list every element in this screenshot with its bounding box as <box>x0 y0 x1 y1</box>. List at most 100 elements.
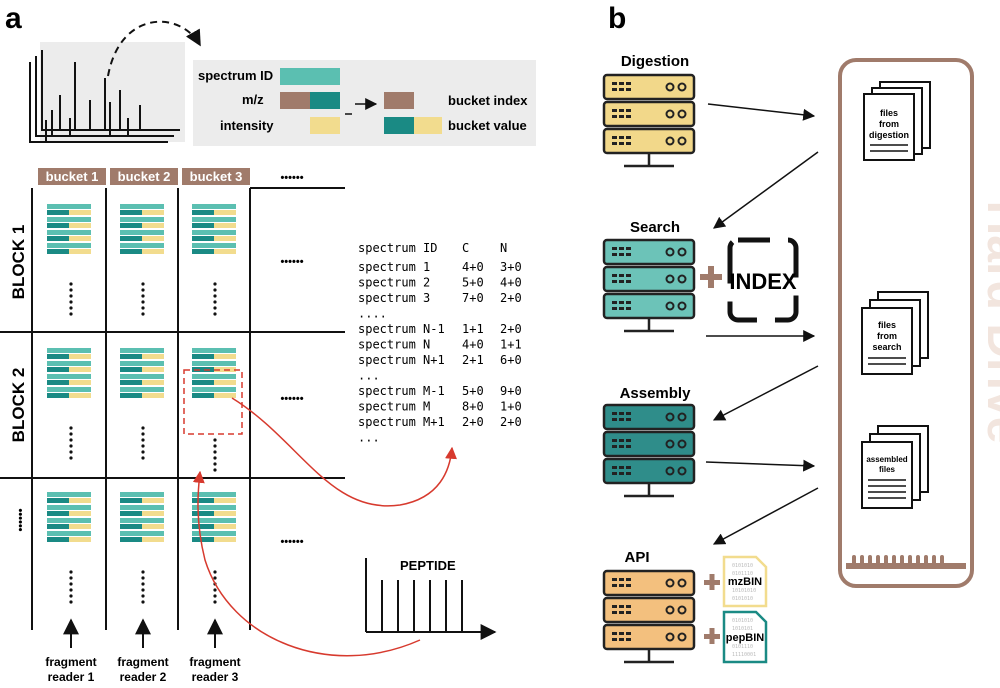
pepbin-file-icon: 0101010 1010101 0101110 11110001 pepBIN <box>722 610 768 664</box>
bucket-header: bucket 1 <box>46 169 99 184</box>
table-cell: spectrum M <box>358 400 430 414</box>
digestion-server-icon <box>602 73 696 168</box>
table-cell: 4+0 <box>462 260 484 274</box>
table-cell: 3+0 <box>500 260 522 274</box>
table-cell: 4+0 <box>462 338 484 352</box>
row-more: •••••• <box>280 256 303 268</box>
table-cell: spectrum 3 <box>358 291 430 305</box>
bucket-header: bucket 3 <box>190 169 243 184</box>
table-cell: 1+1 <box>462 322 484 336</box>
table-cell: 9+0 <box>500 384 522 398</box>
table-header-n: N <box>500 241 507 255</box>
reader-label: reader 1 <box>48 670 95 684</box>
files-label: files <box>878 320 896 330</box>
table-cell: 1+0 <box>500 400 522 414</box>
bits-text: 0101010 <box>732 563 753 569</box>
stage-label: API <box>624 549 649 566</box>
bucket-cells <box>47 204 236 604</box>
panel-b-label: b <box>608 2 626 35</box>
search-server-icon <box>602 238 696 333</box>
table-cell: ... <box>358 431 380 445</box>
table-cell: spectrum N+1 <box>358 353 445 367</box>
assembled-files-icon: assembled files <box>861 425 929 509</box>
table-cell: 8+0 <box>462 400 484 414</box>
digestion-files-icon: files from digestion <box>863 81 931 161</box>
bucket-headers: bucket 1 bucket 2 bucket 3 •••••• <box>38 168 304 185</box>
spectrum-stack-icon <box>29 20 201 143</box>
row-more: •••••• <box>280 393 303 405</box>
stage-label: Digestion <box>621 53 689 70</box>
index-label: INDEX <box>729 269 797 294</box>
bits-text: 0101010 <box>732 618 753 624</box>
table-cell: 5+0 <box>462 276 484 290</box>
bucket-header: bucket 2 <box>118 169 171 184</box>
bits-text: 0101010 <box>732 596 753 602</box>
table-cell: 2+0 <box>500 415 522 429</box>
table-cell: ... <box>358 369 380 383</box>
hard-drive-label: Hard Drive <box>977 201 1000 444</box>
table-cell: 6+0 <box>500 353 522 367</box>
table-header-id: spectrum ID <box>358 241 437 255</box>
table-cell: 7+0 <box>462 291 484 305</box>
flow-arrows <box>705 103 819 545</box>
bits-text: 0101110 <box>732 571 753 577</box>
legend-intensity: intensity <box>220 118 274 133</box>
files-label: from <box>877 331 897 341</box>
files-label: digestion <box>869 130 909 140</box>
files-label: files <box>879 465 896 474</box>
mzbin-file-icon: 0101010 0101110 10101010 0101010 mzBIN <box>722 555 768 608</box>
legend-bucket-value: bucket value <box>448 118 527 133</box>
block-more: •••••• <box>15 508 27 531</box>
search-files-icon: files from search <box>861 291 929 375</box>
legend-spectrum-id: spectrum ID <box>198 68 273 83</box>
panel-a-label: a <box>5 2 22 35</box>
plus-icon <box>704 574 720 644</box>
reader-label: fragment <box>189 655 240 669</box>
table-cell: 2+0 <box>462 415 484 429</box>
stage-label: Assembly <box>620 385 692 402</box>
peptide-spectrum: PEPTIDE <box>365 558 497 640</box>
table-cell: 2+0 <box>500 291 522 305</box>
legend-bucket-index: bucket index <box>448 93 528 108</box>
table-cell: 2+0 <box>500 322 522 336</box>
table-header-c: C <box>462 241 469 255</box>
query-arrow <box>192 470 421 657</box>
index-icon: INDEX <box>727 237 799 323</box>
peptide-label: PEPTIDE <box>400 558 456 573</box>
file-name: mzBIN <box>728 576 762 588</box>
table-cell: spectrum 2 <box>358 276 430 290</box>
bits-text: 1010101 <box>732 626 753 632</box>
fragment-readers: fragment reader 1 fragment reader 2 frag… <box>45 618 241 684</box>
reader-label: reader 2 <box>120 670 167 684</box>
table-cell: spectrum M-1 <box>358 384 445 398</box>
bucket-more: •••••• <box>280 172 303 184</box>
assembly-server-icon <box>602 403 696 498</box>
bits-text: 11110001 <box>732 652 756 658</box>
files-label: files <box>880 108 898 118</box>
reader-label: fragment <box>117 655 168 669</box>
reader-label: fragment <box>45 655 96 669</box>
table-cell: 5+0 <box>462 384 484 398</box>
block-label: BLOCK 1 <box>9 225 28 300</box>
table-cell: 2+1 <box>462 353 484 367</box>
files-label: assembled <box>866 455 907 464</box>
file-name: pepBIN <box>726 632 765 644</box>
row-more: •••••• <box>280 536 303 548</box>
table-cell: spectrum N <box>358 338 430 352</box>
table-cell: .... <box>358 307 387 321</box>
plus-icon <box>700 266 722 288</box>
bits-text: 0101110 <box>732 644 753 650</box>
api-server-icon <box>602 569 696 664</box>
block-label: BLOCK 2 <box>9 368 28 443</box>
files-label: search <box>872 342 901 352</box>
table-cell: spectrum M+1 <box>358 415 445 429</box>
files-label: from <box>879 119 899 129</box>
table-cell: 4+0 <box>500 276 522 290</box>
bits-text: 10101010 <box>732 588 756 594</box>
table-cell: 1+1 <box>500 338 522 352</box>
legend-mz: m/z <box>242 92 264 107</box>
bucket-legend: spectrum ID m/z intensity bucket index b… <box>193 60 536 146</box>
